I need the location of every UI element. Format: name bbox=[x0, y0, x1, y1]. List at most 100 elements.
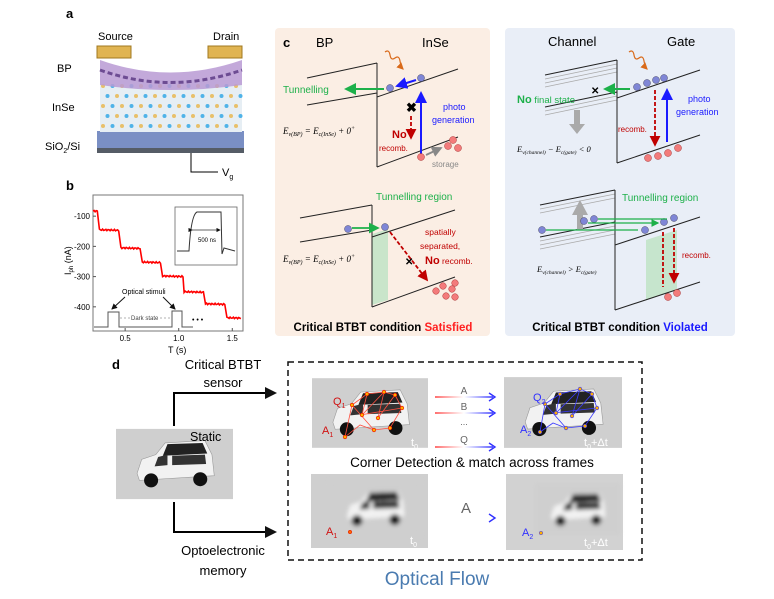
atom bbox=[167, 124, 172, 128]
atom bbox=[219, 114, 224, 118]
match-label-ellipsis: ... bbox=[460, 417, 468, 427]
inset-plot: 500 ns bbox=[174, 206, 238, 266]
atom bbox=[110, 124, 115, 128]
generation-label: generation bbox=[432, 115, 475, 125]
blocked-x-icon: ✕ bbox=[591, 86, 599, 97]
equation-bottom-2: Ev(channel) > Ec(gate) bbox=[536, 264, 597, 276]
frame-t1-blur: A2 t0+Δt bbox=[506, 474, 623, 551]
match-label-q: Q bbox=[460, 435, 468, 446]
inset-pulse-trace bbox=[177, 211, 236, 255]
atom bbox=[181, 114, 186, 118]
vg-label: Vg bbox=[222, 167, 233, 181]
equation-bottom: Ev(BP) = Ec(InSe) + 0+ bbox=[282, 254, 355, 266]
atom bbox=[172, 114, 176, 118]
ellipsis: • • • bbox=[192, 317, 204, 324]
atom bbox=[229, 94, 233, 98]
blocked-x-icon: ✕ bbox=[405, 257, 413, 268]
optical-stimuli-label: Optical stimuli bbox=[122, 289, 166, 296]
atom bbox=[196, 124, 200, 128]
match-label-a: A bbox=[461, 386, 468, 397]
band-diagram-top-2: ✕ No final state photo generation recomb… bbox=[516, 50, 719, 164]
x-tick-label: 0.5 bbox=[120, 334, 132, 343]
atom bbox=[205, 104, 210, 108]
drain-electrode bbox=[207, 45, 243, 59]
inset-duration-label: 500 ns bbox=[198, 238, 216, 244]
atom bbox=[167, 104, 172, 108]
recomb-label: recomb. bbox=[379, 144, 408, 153]
static-label: Static bbox=[190, 430, 221, 444]
panel-a: a Source Drain BP InSe SiO2/Si Vg bbox=[45, 6, 244, 181]
atom bbox=[153, 94, 157, 98]
atom bbox=[234, 104, 238, 108]
panel-label-c: c bbox=[283, 35, 290, 50]
panel-c-violated: Channel Gate ✕ No final state photo gene… bbox=[505, 28, 735, 336]
optical-flow-title: Optical Flow bbox=[385, 569, 490, 590]
q2-label: Q2 bbox=[533, 392, 546, 406]
atom bbox=[224, 104, 229, 108]
a1-label-blur: A1 bbox=[326, 526, 337, 540]
a2-label: A2 bbox=[520, 424, 531, 438]
panel-c-background bbox=[275, 28, 490, 336]
dark-state-label: Dark state bbox=[131, 316, 159, 322]
no-final-state-label: No final state bbox=[517, 94, 575, 106]
up-arrow-icon bbox=[572, 200, 588, 230]
tunnelling-region-shade bbox=[646, 230, 677, 300]
atom bbox=[177, 124, 181, 128]
corner-mesh-blue bbox=[539, 388, 598, 433]
recomb-label: recomb. bbox=[682, 251, 711, 260]
atom bbox=[238, 114, 243, 118]
equation-top-2: Ev(channel) − Ec(gate) < 0 bbox=[516, 144, 591, 156]
atom bbox=[124, 114, 129, 118]
atom bbox=[110, 104, 115, 108]
match-arrows: A B ... Q bbox=[435, 386, 497, 452]
down-arrow-icon bbox=[569, 110, 585, 134]
bp-title: BP bbox=[316, 35, 333, 50]
source-electrode bbox=[96, 45, 132, 59]
inse-title: InSe bbox=[422, 35, 449, 50]
caption-satisfied: Critical BTBT condition Satisfied bbox=[294, 322, 473, 334]
band-diagram-bottom-2: Tunnelling region recomb. Ev(channel) > … bbox=[536, 189, 711, 311]
memory-label-line2: memory bbox=[200, 563, 247, 578]
a1-label: A1 bbox=[322, 425, 333, 439]
electron bbox=[386, 84, 394, 92]
atom bbox=[124, 94, 129, 98]
t0-plus-dt-label: t0+Δt bbox=[584, 437, 608, 451]
atom bbox=[134, 114, 138, 118]
frame-t0-blur: A1 t0 bbox=[311, 474, 428, 549]
atom bbox=[120, 104, 124, 108]
frame-t1-corners: Q2 A2 t0+Δt bbox=[504, 376, 622, 451]
bp-layer bbox=[100, 60, 242, 90]
atom bbox=[120, 124, 124, 128]
source-label: Source bbox=[98, 31, 133, 43]
atom bbox=[129, 104, 134, 108]
optical-flow-box bbox=[287, 361, 643, 561]
atom bbox=[172, 94, 176, 98]
x-axis-label: T (s) bbox=[168, 345, 186, 355]
y-tick-label: -400 bbox=[74, 303, 91, 312]
atom bbox=[200, 114, 205, 118]
photo-label: photo bbox=[443, 102, 466, 112]
a2-label-blur: A2 bbox=[522, 527, 533, 541]
corner-detection-caption: Corner Detection & match across frames bbox=[350, 455, 594, 470]
atom bbox=[215, 104, 219, 108]
atom bbox=[186, 124, 191, 128]
atom bbox=[158, 124, 162, 128]
no-recomb-label: No recomb. bbox=[425, 255, 473, 267]
corner-mesh-red bbox=[344, 390, 403, 438]
match-label-b: B bbox=[461, 402, 468, 413]
q1-label: Q1 bbox=[333, 396, 346, 410]
atom bbox=[153, 114, 157, 118]
gate-title: Gate bbox=[667, 34, 695, 49]
band-diagram-top: Tunnelling ✖ No recomb. photo generation… bbox=[282, 50, 475, 169]
inse-layer-label: InSe bbox=[52, 102, 75, 114]
hole bbox=[417, 153, 425, 161]
stimuli-pulses bbox=[94, 310, 193, 328]
atom bbox=[162, 114, 167, 118]
separated-label: separated, bbox=[420, 241, 460, 251]
photocurrent-series-line bbox=[92, 209, 242, 321]
atom bbox=[205, 124, 210, 128]
atom bbox=[234, 124, 238, 128]
